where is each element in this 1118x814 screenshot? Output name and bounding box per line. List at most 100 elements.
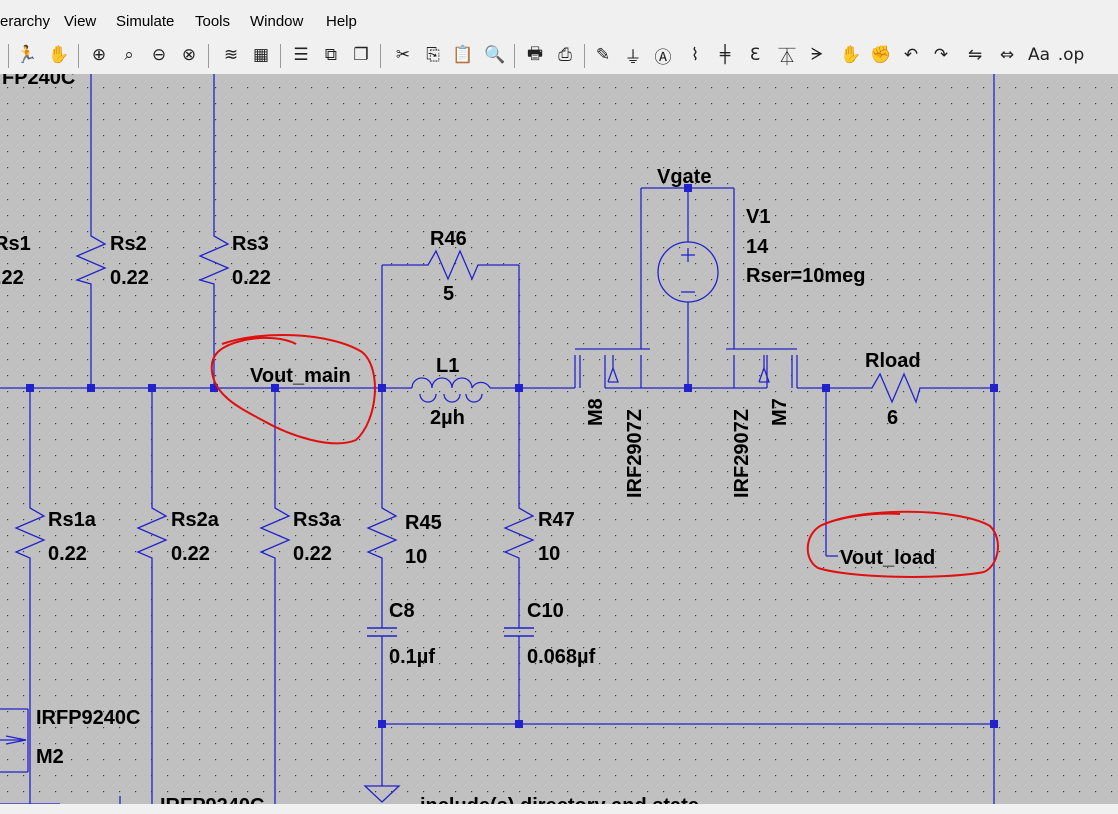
label-rs2-name: Rs2 xyxy=(110,233,147,255)
resistor-rs2a xyxy=(136,500,168,566)
inductor-icon[interactable]: Ɛ xyxy=(749,45,761,65)
drag-icon[interactable]: ✊ xyxy=(870,45,892,65)
waveform-icon[interactable]: ≋ xyxy=(223,45,239,65)
label-m7-part: IRF2907Z xyxy=(731,409,753,498)
label-vgate: Vgate xyxy=(657,166,711,188)
annotations xyxy=(210,334,999,578)
label-rs2a-name: Rs2a xyxy=(171,509,220,531)
schematic-svg: FP240C Rs1 .22 Rs2 0.22 Rs3 0.22 R46 5 L… xyxy=(0,67,1118,814)
label-r46-value: 5 xyxy=(443,283,454,305)
mosfet-m8 xyxy=(574,348,650,389)
label-c10-name: C10 xyxy=(527,600,564,622)
run-icon[interactable]: 🏃 xyxy=(16,45,38,65)
toolbar-separator xyxy=(584,44,585,68)
toolbar: 🏃 ✋ ⊕ ⌕ ⊖ ⊗ ≋ ▦ ☰ ⧉ ❐ ✂ ⎘ 📋 🔍 🖶 ⎙ ✎ ⏚ Ⓐ … xyxy=(0,38,1118,75)
wires xyxy=(0,74,995,805)
undo-icon[interactable]: ↶ xyxy=(903,45,919,65)
menu-help[interactable]: Help xyxy=(326,13,357,30)
resistor-icon[interactable]: ⌇ xyxy=(690,45,700,65)
menu-hierarchy[interactable]: erarchy xyxy=(0,13,51,30)
autorange-icon[interactable]: ▦ xyxy=(252,45,270,65)
label-r46-name: R46 xyxy=(430,228,467,250)
label-r47-name: R47 xyxy=(538,509,575,531)
schematic-canvas[interactable]: FP240C Rs1 .22 Rs2 0.22 Rs3 0.22 R46 5 L… xyxy=(0,67,1118,814)
label-rs3a-name: Rs3a xyxy=(293,509,342,531)
component-icon[interactable]: ᗒ xyxy=(810,45,824,65)
tile-horizontal-icon[interactable]: ☰ xyxy=(293,45,309,65)
diode-icon[interactable]: ⏄ xyxy=(778,47,796,68)
move-icon[interactable]: ✋ xyxy=(840,45,862,65)
label-top-partial: FP240C xyxy=(2,74,75,89)
mosfet-m7 xyxy=(726,348,798,389)
pan-icon[interactable]: ⌕ xyxy=(124,45,134,65)
spice-directive-icon[interactable]: .op xyxy=(1057,45,1085,65)
resistor-r47 xyxy=(503,500,535,566)
label-net-icon[interactable]: Ⓐ xyxy=(654,47,672,68)
label-v1-value: 14 xyxy=(746,236,769,258)
label-vout-main: Vout_main xyxy=(250,365,351,387)
zoom-in-icon[interactable]: ⊕ xyxy=(91,45,107,65)
status-bar xyxy=(0,804,1118,814)
label-rs2a-value: 0.22 xyxy=(171,543,210,565)
menu-view[interactable]: View xyxy=(64,13,97,30)
mosfet-m2-arrow xyxy=(5,735,27,745)
label-v1-extra: Rser=10meg xyxy=(746,265,866,287)
resistor-rs2 xyxy=(75,228,107,290)
label-v1-name: V1 xyxy=(746,206,770,228)
ground-icon[interactable]: ⏚ xyxy=(624,47,642,68)
capacitor-icon[interactable]: ╪ xyxy=(719,45,731,65)
toolbar-separator xyxy=(208,44,209,68)
rotate-icon[interactable]: ⇋ xyxy=(967,45,983,65)
label-bottom-partial: IRFP9240C xyxy=(160,795,265,804)
menu-simulate[interactable]: Simulate xyxy=(116,13,175,30)
menu-bar: erarchy View Simulate Tools Window Help xyxy=(0,6,1118,36)
label-m7-name: M7 xyxy=(769,398,791,426)
resistor-rs1a xyxy=(14,500,46,566)
menu-window[interactable]: Window xyxy=(250,13,304,30)
label-rs2-value: 0.22 xyxy=(110,267,149,289)
label-rload-value: 6 xyxy=(887,407,898,429)
junction-dots xyxy=(26,184,998,728)
resistor-rload xyxy=(865,372,924,404)
label-m2-part: IRFP9240C xyxy=(36,707,141,729)
paste-icon[interactable]: 📋 xyxy=(452,45,474,65)
label-m8-name: M8 xyxy=(585,398,607,426)
mirror-icon[interactable]: ⇔ xyxy=(999,45,1015,65)
annotation-circle-vout-load xyxy=(806,510,999,578)
menu-tools[interactable]: Tools xyxy=(195,13,231,30)
redo-icon[interactable]: ↷ xyxy=(933,45,949,65)
resistor-rs3 xyxy=(198,228,230,290)
toolbar-separator xyxy=(8,44,9,68)
cut-icon[interactable]: ✂ xyxy=(395,45,411,65)
cascade-icon[interactable]: ❐ xyxy=(353,45,369,65)
print-icon[interactable]: ⎙ xyxy=(558,45,572,65)
find-icon[interactable]: 🔍 xyxy=(484,45,506,65)
draw-wire-icon[interactable]: ✎ xyxy=(595,45,611,65)
halt-hand-icon[interactable]: ✋ xyxy=(48,45,70,65)
label-bottom-text: include(s) directory and state xyxy=(420,795,699,804)
copy-icon[interactable]: ⎘ xyxy=(426,45,440,65)
toolbar-separator xyxy=(78,44,79,68)
zoom-fit-icon[interactable]: ⊗ xyxy=(181,45,197,65)
label-rs1-name: Rs1 xyxy=(0,233,31,255)
label-m8-part: IRF2907Z xyxy=(624,409,646,498)
label-m2-name: M2 xyxy=(36,746,64,768)
label-rs3a-value: 0.22 xyxy=(293,543,332,565)
tile-vertical-icon[interactable]: ⧉ xyxy=(324,45,338,65)
label-c10-value: 0.068µf xyxy=(527,646,596,668)
label-rs1a-value: 0.22 xyxy=(48,543,87,565)
voltage-source-v1 xyxy=(657,241,719,303)
print-setup-icon[interactable]: 🖶 xyxy=(526,43,544,64)
label-l1-name: L1 xyxy=(436,355,459,377)
toolbar-separator xyxy=(280,44,281,68)
zoom-out-icon[interactable]: ⊖ xyxy=(151,45,167,65)
label-l1-value: 2µh xyxy=(430,407,465,429)
text-icon[interactable]: Aa xyxy=(1027,45,1051,65)
label-c8-name: C8 xyxy=(389,600,415,622)
toolbar-separator xyxy=(380,44,381,68)
label-rs1-value: .22 xyxy=(0,267,24,289)
label-vout-load: Vout_load xyxy=(840,547,935,569)
annotation-circle-vout-main xyxy=(210,334,376,445)
resistor-rs3a xyxy=(259,500,291,566)
toolbar-separator xyxy=(514,44,515,68)
